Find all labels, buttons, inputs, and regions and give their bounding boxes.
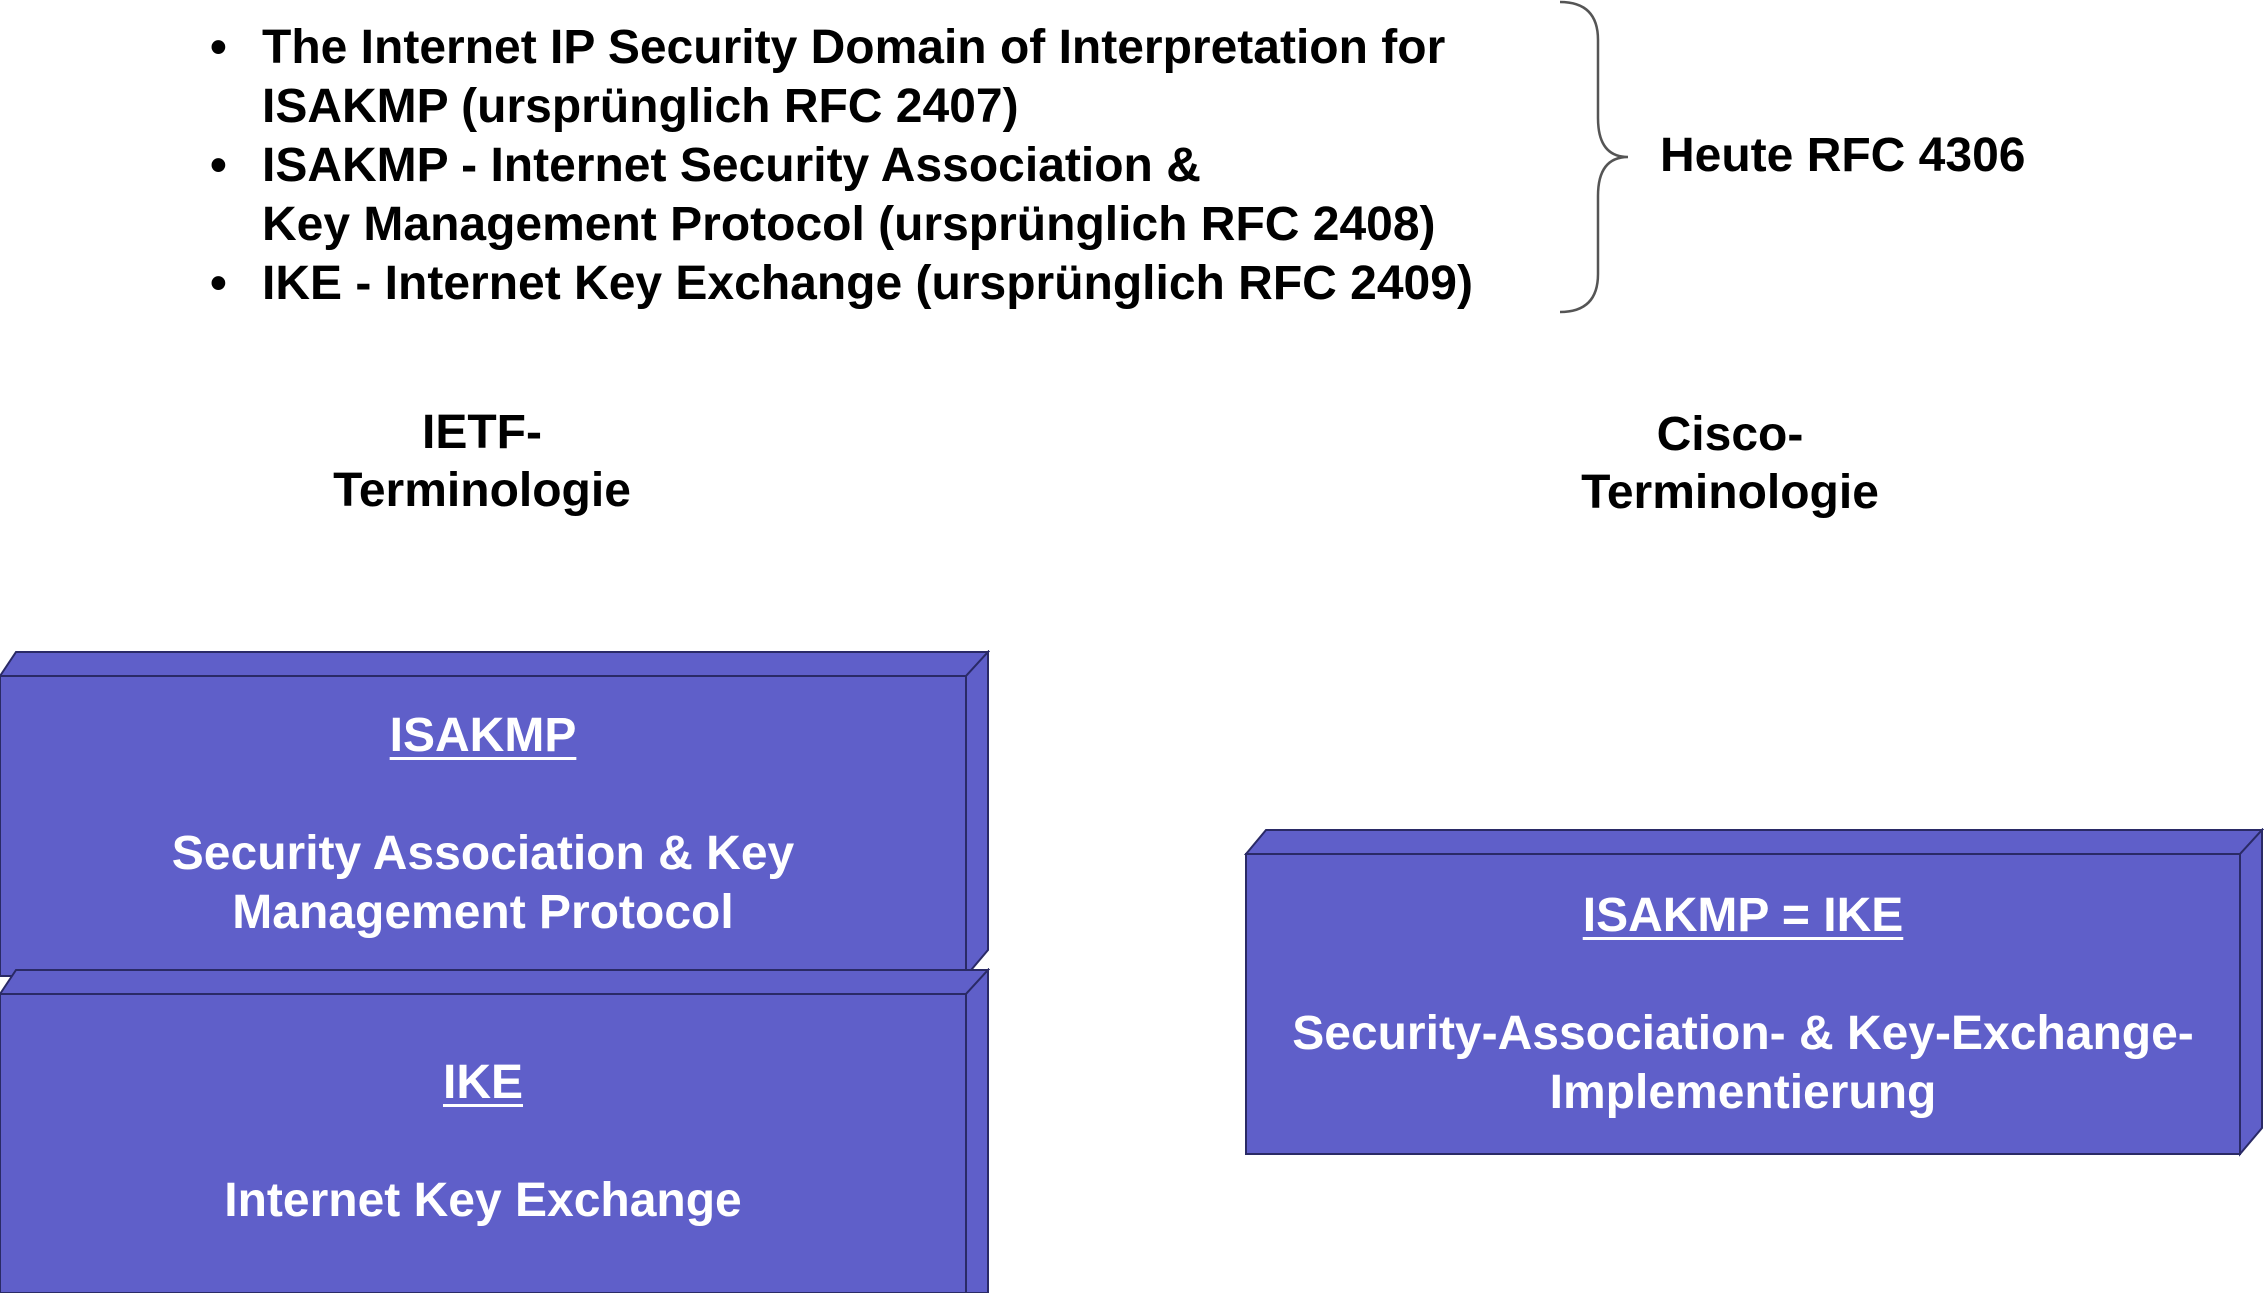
bullet-item-isakmp-line1: ISAKMP - Internet Security Association & <box>262 139 1201 192</box>
bullet-item-doi-line1: The Internet IP Security Domain of Inter… <box>262 21 1446 74</box>
bullet-item-ike: • IKE - Internet Key Exchange (ursprüngl… <box>210 254 1590 313</box>
ietf-heading-line2: Terminologie <box>333 464 631 517</box>
isakmp-block-title: ISAKMP <box>389 709 577 762</box>
cisco-isakmp-ike-block: ISAKMP = IKE Security-Association- & Key… <box>1244 828 2264 1158</box>
ietf-heading-line1: IETF- <box>422 406 542 459</box>
cisco-terminology-heading: Cisco- Terminologie <box>1530 406 1930 522</box>
cisco-heading-line2: Terminologie <box>1581 466 1879 519</box>
ike-block: IKE Internet Key Exchange <box>0 968 990 1293</box>
brace-label: Heute RFC 4306 <box>1660 129 2026 182</box>
ike-block-text: IKE Internet Key Exchange <box>0 1053 966 1230</box>
bullet-item-isakmp: • ISAKMP - Internet Security Association… <box>210 136 1590 254</box>
isakmp-block-line2: Management Protocol <box>232 886 734 939</box>
ike-block-line1: Internet Key Exchange <box>224 1174 742 1227</box>
cisco-block-title: ISAKMP = IKE <box>1582 889 1904 942</box>
isakmp-block-line1: Security Association & Key <box>171 827 795 880</box>
cisco-block-text: ISAKMP = IKE Security-Association- & Key… <box>1246 886 2240 1122</box>
cisco-block-line2: Implementierung <box>1549 1066 1937 1119</box>
cisco-heading-line1: Cisco- <box>1656 408 1804 461</box>
bullet-marker: • <box>210 257 227 310</box>
rfc-bullet-list: • The Internet IP Security Domain of Int… <box>210 18 1590 313</box>
bullet-item-isakmp-line2: Key Management Protocol (ursprünglich RF… <box>262 198 1436 251</box>
bullet-marker: • <box>210 139 227 192</box>
ike-block-title: IKE <box>442 1056 523 1109</box>
bullet-item-doi: • The Internet IP Security Domain of Int… <box>210 18 1590 136</box>
bullet-item-doi-line2: ISAKMP (ursprünglich RFC 2407) <box>262 80 1019 133</box>
ike-block-shape <box>0 968 990 1293</box>
bullet-marker: • <box>210 21 227 74</box>
bullet-item-ike-line1: IKE - Internet Key Exchange (ursprünglic… <box>262 257 1473 310</box>
cisco-block-line1: Security-Association- & Key-Exchange- <box>1292 1007 2194 1060</box>
isakmp-block-text: ISAKMP Security Association & Key Manage… <box>0 706 966 942</box>
ietf-terminology-heading: IETF- Terminologie <box>282 404 682 520</box>
cisco-block-shape <box>1244 828 2264 1157</box>
isakmp-block-shape <box>0 650 990 979</box>
isakmp-block: ISAKMP Security Association & Key Manage… <box>0 650 990 980</box>
curly-brace <box>1559 0 1629 314</box>
